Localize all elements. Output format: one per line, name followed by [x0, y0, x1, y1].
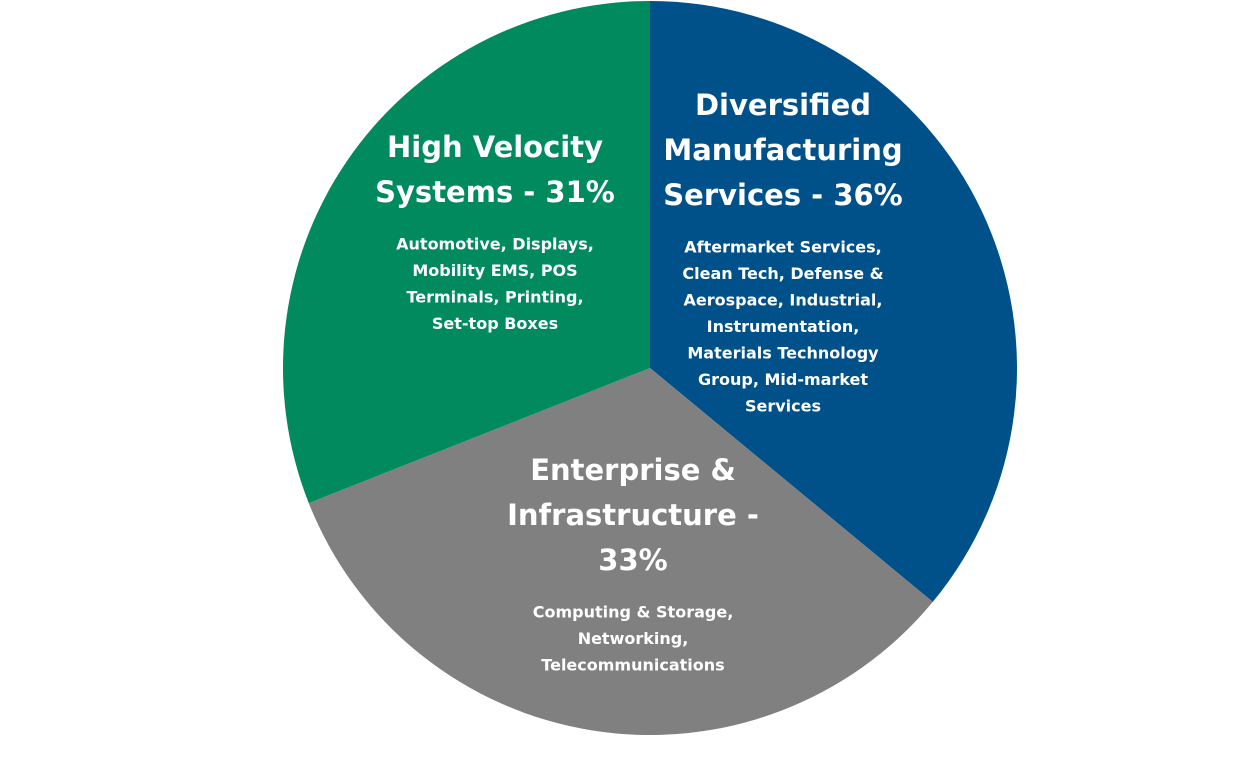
- pie-slice-high-velocity-systems: [282, 1, 650, 504]
- slice-title-line: Enterprise &: [530, 453, 736, 487]
- slice-title-line: 33%: [598, 543, 667, 577]
- slice-title-line: Infrastructure -: [507, 498, 759, 532]
- slice-detail-line: Materials Technology: [687, 344, 879, 363]
- pie-slice-enterprise-and-infrastructure: [308, 368, 933, 735]
- slice-detail-line: Telecommunications: [541, 656, 724, 675]
- pie-label-enterprise-and-infrastructure: Enterprise & Infrastructure - 33% Computing…: [507, 453, 759, 674]
- slice-detail-line: Set-top Boxes: [432, 314, 558, 333]
- slice-title-line: High Velocity: [387, 130, 603, 164]
- pie-slice-diversified-manufacturing-services: [650, 1, 1017, 602]
- slice-detail-line: Networking,: [578, 629, 689, 648]
- slice-detail-line: Mobility EMS, POS: [412, 261, 577, 280]
- slice-detail-line: Instrumentation,: [707, 317, 860, 336]
- slice-title-line: Services - 36%: [663, 178, 902, 212]
- slice-detail-line: Aftermarket Services,: [684, 238, 882, 257]
- slice-title-line: Manufacturing: [663, 133, 902, 167]
- slice-title-line: Systems - 31%: [375, 175, 615, 209]
- slice-detail-line: Services: [745, 397, 821, 416]
- slice-detail-line: Aerospace, Industrial,: [684, 291, 883, 310]
- slice-title-line: Diversified: [695, 88, 871, 122]
- slice-detail-line: Computing & Storage,: [533, 603, 734, 622]
- slice-detail-line: Automotive, Displays,: [396, 235, 594, 254]
- slice-detail-line: Clean Tech, Defense &: [682, 264, 883, 283]
- slice-detail-line: Group, Mid-market: [698, 370, 868, 389]
- slice-detail-line: Terminals, Printing,: [406, 288, 583, 307]
